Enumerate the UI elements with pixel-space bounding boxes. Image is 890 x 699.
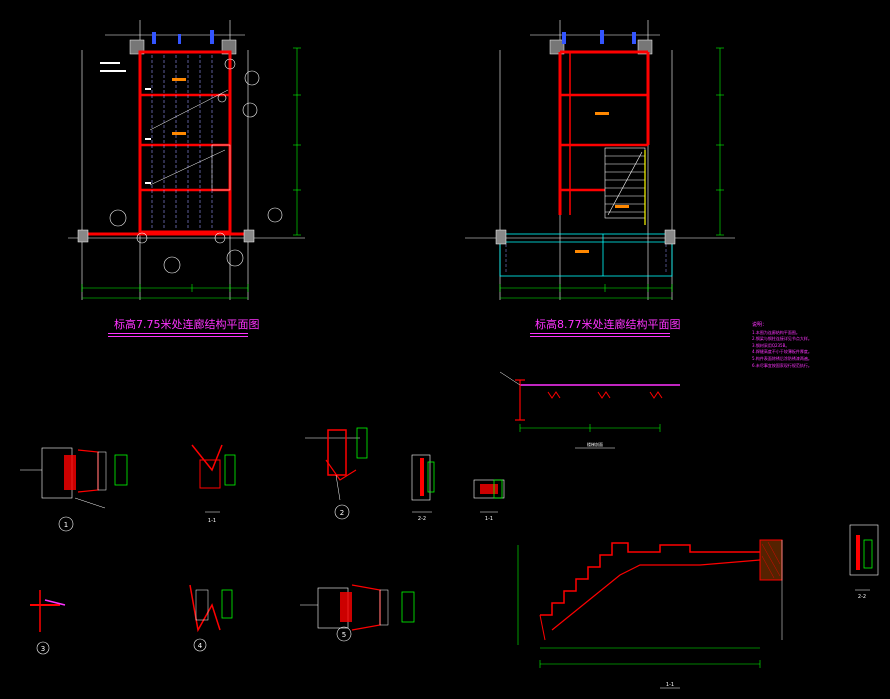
detail-1-1b [473, 479, 505, 513]
detail-3 [30, 590, 66, 655]
detail-label-2: 2 [340, 509, 344, 517]
detail-label-3: 3 [41, 645, 45, 653]
note-line: 3.钢材采用Q235B。 [752, 342, 790, 348]
left-plan-title: 标高7.75米处连廊结构平面图 [114, 318, 260, 331]
left-plan [68, 20, 305, 300]
section-label-1-1: 1-1 [208, 518, 216, 524]
section-label-1-1b: 1-1 [485, 516, 493, 522]
detail-4 [189, 584, 233, 652]
right-plan [465, 20, 735, 300]
section-label-2-2b: 2-2 [858, 594, 866, 600]
detail-1 [20, 447, 128, 532]
section-label-stair: 1-1 [666, 682, 674, 688]
detail-label-1: 1 [64, 521, 68, 529]
right-plan-title: 标高8.77米处连廊结构平面图 [535, 318, 681, 331]
detail-2-2 [411, 454, 435, 513]
notes-heading: 说明： [752, 322, 768, 328]
right-title-underline [530, 333, 670, 334]
stair-node-detail [849, 524, 879, 591]
note-line: 6.未尽事宜按国家现行规范执行。 [752, 362, 812, 368]
beam-section [499, 371, 680, 449]
detail-2 [305, 427, 368, 520]
section-label-2-2: 2-2 [418, 516, 426, 522]
design-notes: 说明： 1.本图为连廊结构平面图。 2.钢梁与钢柱连接详见节点大样。 3.钢材采… [752, 322, 888, 369]
note-line: 5.构件表面除锈后涂防锈漆两遍。 [752, 355, 812, 361]
note-line: 2.钢梁与钢柱连接详见节点大样。 [752, 336, 812, 342]
stair-detail [517, 539, 783, 689]
left-title-underline-2 [108, 336, 248, 337]
detail-label-5: 5 [342, 631, 346, 639]
note-line: 1.本图为连廊结构平面图。 [752, 329, 800, 335]
note-line: 4.焊缝高度不小于较薄板件厚度。 [752, 349, 812, 355]
detail-5 [300, 584, 415, 642]
beam-section-label: 楼梯剖面 [587, 441, 603, 447]
detail-label-4: 4 [198, 642, 203, 650]
right-title-underline-2 [530, 336, 670, 337]
left-title-underline [108, 333, 248, 334]
detail-1-1 [191, 444, 236, 513]
